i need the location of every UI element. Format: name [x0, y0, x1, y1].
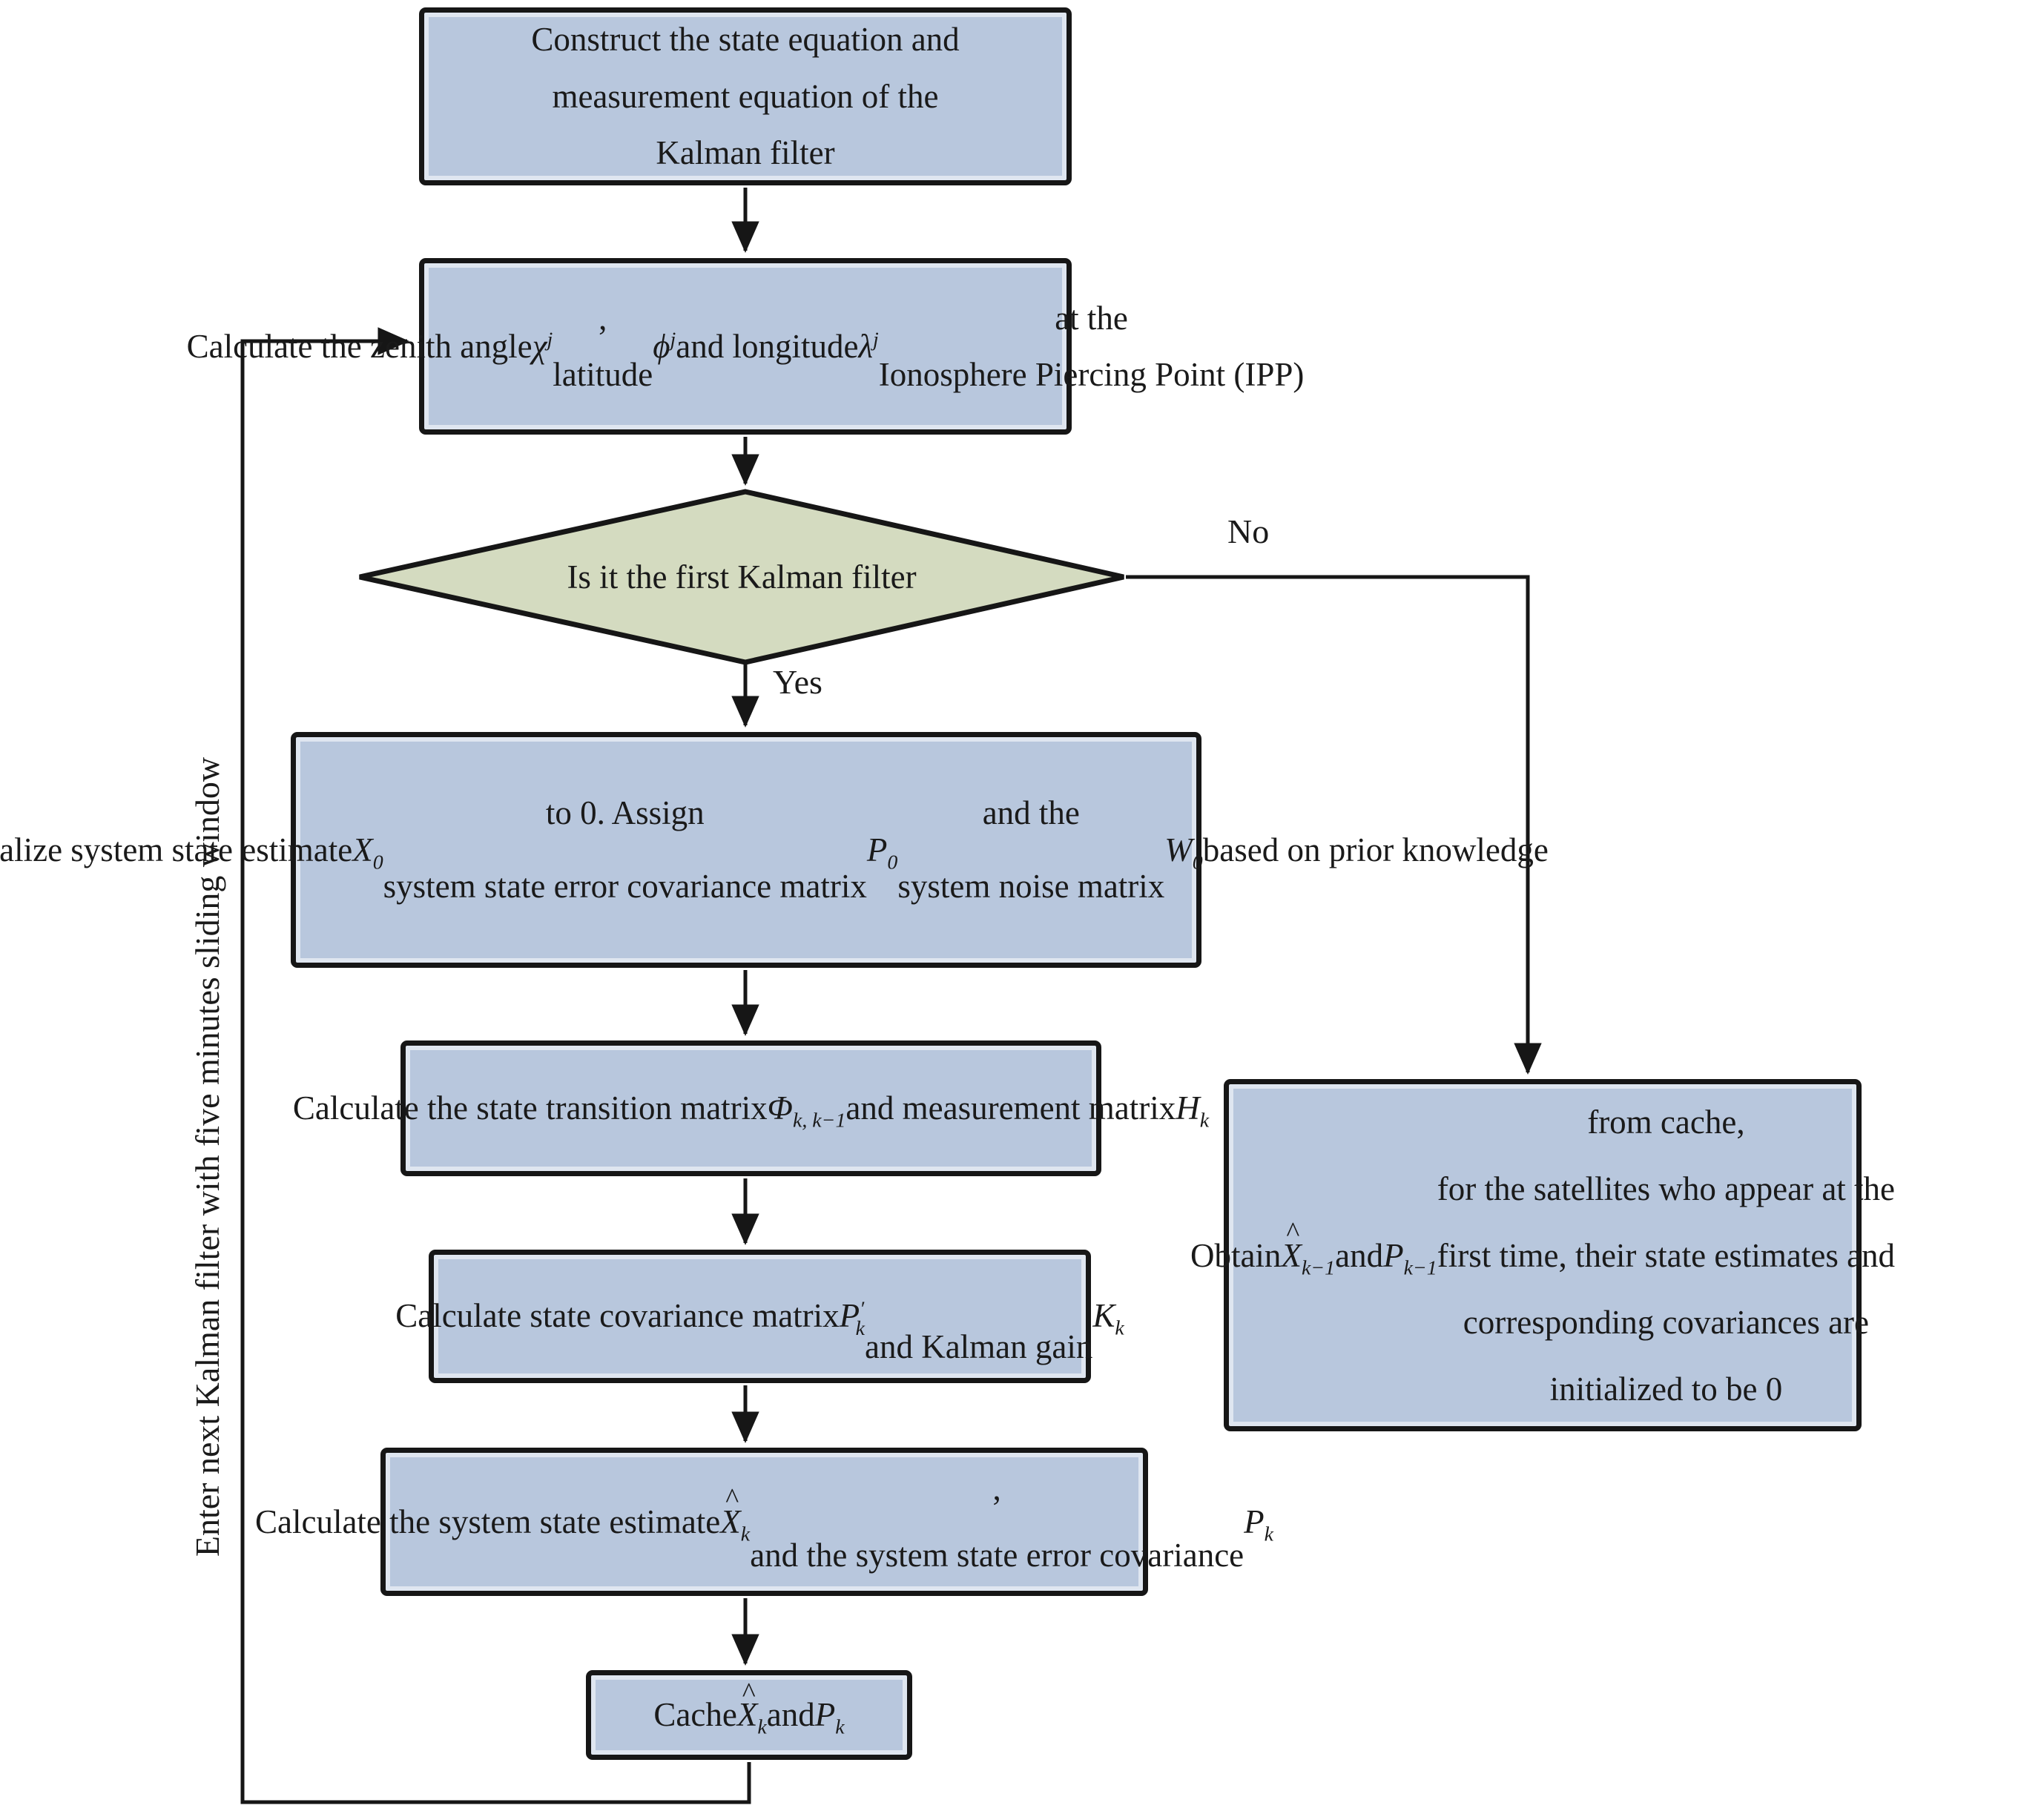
note-sliding-window: Enter next Kalman filter with five minut… [188, 756, 226, 1557]
label-yes: Yes [773, 663, 822, 701]
decision-diamond-shape [359, 489, 1124, 665]
process-initialize-state: Initialize system state estimate X0 to 0… [0, 732, 1549, 968]
decision-first-kalman-filter: Is it the first Kalman filter [567, 558, 917, 596]
process-system-state-estimate: Calculate the system state estimate Xk,a… [255, 1448, 1273, 1596]
arrow-no-to-obtain [1126, 575, 1542, 1075]
process-obtain-from-cache: Obtain Xk−1 and Pk−1 from cache,for the … [1190, 1079, 1895, 1431]
process-calculate-ipp: Calculate the zenith angle χj,latitude ϕ… [187, 258, 1304, 435]
label-no: No [1227, 512, 1270, 550]
arrow-loop-back-to-ipp [240, 327, 751, 1804]
process-cache-results: Cache Xk and Pk [586, 1670, 912, 1760]
